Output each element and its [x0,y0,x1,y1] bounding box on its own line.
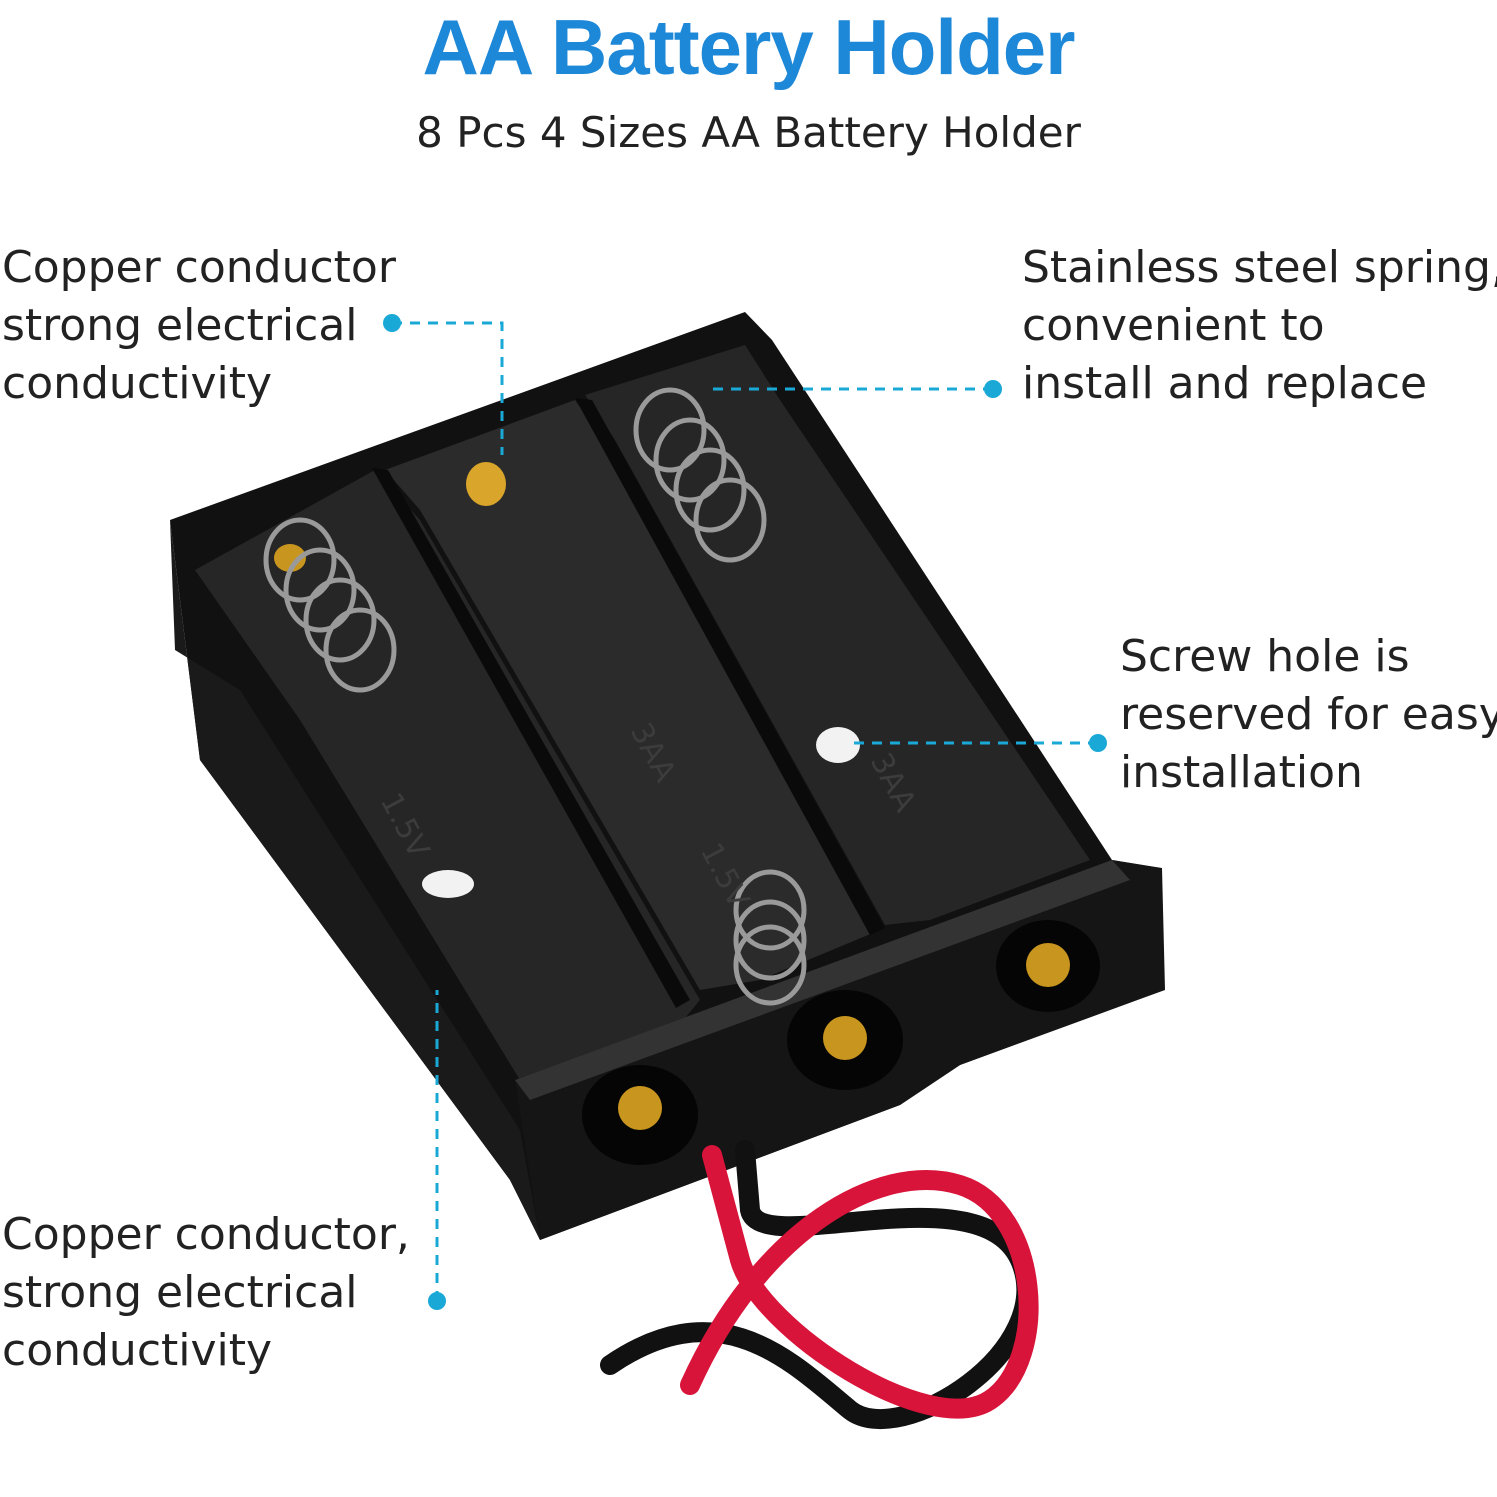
wire-black [600,1140,1037,1430]
end-cap-top [515,860,1130,1100]
leader-top-right [705,380,1002,398]
page-title: AA Battery Holder [422,3,1076,91]
leader-top-left [383,314,504,455]
callout-top-left: Copper conductor strong electrical condu… [2,239,396,413]
callout-line: installation [1120,747,1363,798]
leader-bottom-left [428,990,446,1310]
callout-bottom-left: Copper conductor, strong electrical cond… [2,1206,410,1380]
channel-left [195,470,700,1080]
callout-line: strong electrical [2,300,358,351]
holder-base [170,520,540,1240]
screw-hole [816,727,860,763]
callout-line: reserved for easy [1120,689,1497,740]
callout-line: Copper conductor, [2,1209,410,1260]
leader-mid-right [850,734,1107,752]
callout-mid-right: Screw hole is reserved for easy installa… [1120,628,1497,802]
callout-line: strong electrical [2,1267,358,1318]
spring-bottom [733,869,807,1006]
rib-2 [575,398,885,935]
screw-hole-2 [422,870,474,898]
callout-line: install and replace [1022,358,1428,409]
callout-line: Screw hole is [1120,631,1410,682]
callout-line: conductivity [2,1325,273,1376]
spring-left [263,517,397,693]
rivet-1 [618,1086,662,1130]
callout-line: Stainless steel spring, [1022,242,1497,293]
wire-red [680,1145,1039,1419]
rivet-2 [823,1016,867,1060]
callout-top-right: Stainless steel spring, convenient to in… [1022,239,1497,413]
rivet-3 [1026,943,1070,987]
callout-line: convenient to [1022,300,1325,351]
callout-line: conductivity [2,358,273,409]
channel-middle [385,400,880,990]
callout-line: Copper conductor [2,242,396,293]
top-rivet-1 [274,544,306,572]
page-subtitle: 8 Pcs 4 Sizes AA Battery Holder [416,108,1081,157]
spring-top-right [633,387,767,563]
rib-1 [372,468,690,1008]
top-rivet-2 [466,462,506,506]
